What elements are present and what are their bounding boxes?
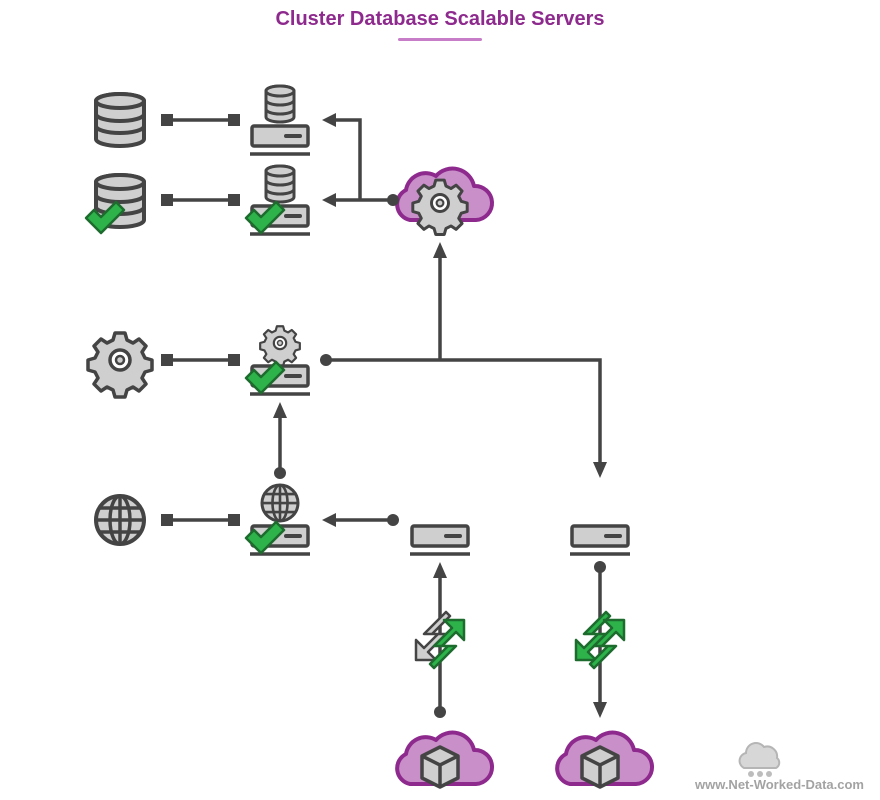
server-icon [568,524,632,556]
flow-arrow [322,113,399,207]
connector-line [161,354,240,366]
cloud-gear-icon [395,166,495,236]
gear-icon [86,331,154,399]
connector-line [161,194,240,206]
watermark-text: www.Net-Worked-Data.com [694,777,864,792]
globe-icon [94,494,146,546]
connector-line [161,114,240,126]
flow-arrow [273,402,287,479]
database-icon [94,92,146,148]
server-icon [408,524,472,556]
cloud-box-icon [395,730,495,789]
title-underline [398,38,482,41]
sync-arrows-icon [414,610,466,670]
flow-arrow [322,513,399,527]
diagram-title: Cluster Database Scalable Servers [275,8,605,30]
watermark-cloud-icon [738,742,781,777]
connector-line [161,514,240,526]
server-database-icon [248,84,312,156]
sync-arrows-icon [574,610,626,670]
flow-arrow [320,242,607,478]
cloud-box-icon [555,730,655,789]
